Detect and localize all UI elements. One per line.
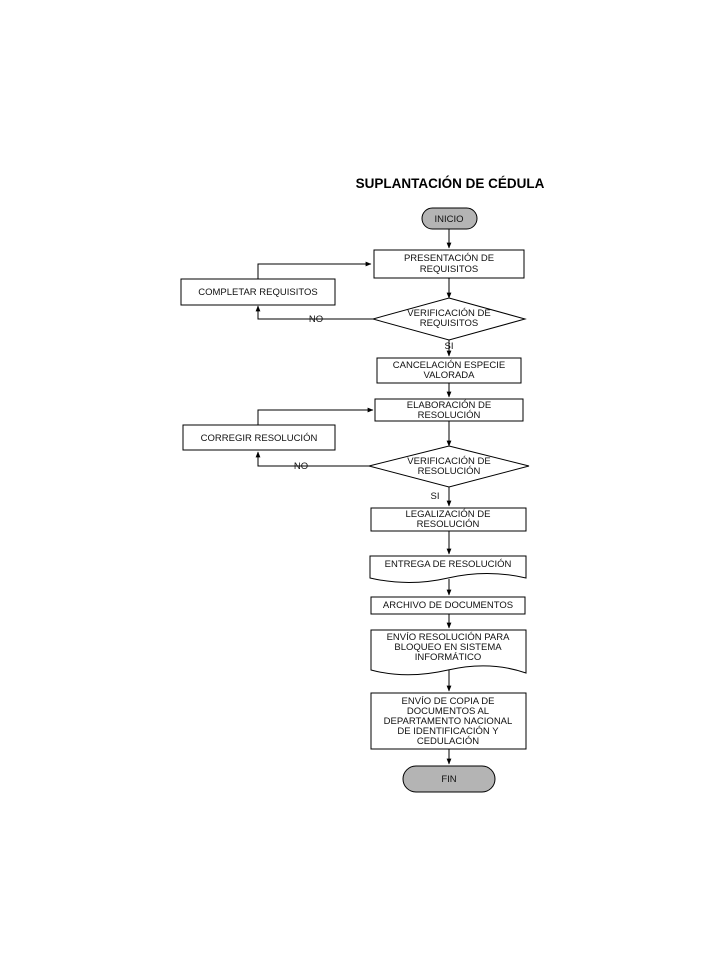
- node-corregir: CORREGIR RESOLUCIÓN: [182, 424, 336, 451]
- node-envio-bloqueo-line3: INFORMÁTICO: [415, 652, 482, 663]
- edge-label-si-2: SI: [431, 491, 440, 502]
- edge-label-no-1: NO: [309, 314, 323, 325]
- node-elaboracion-line2: RESOLUCIÓN: [418, 410, 481, 421]
- arrow-no-completar: [255, 305, 373, 320]
- process-box: [373, 249, 525, 279]
- node-envio-copia: ENVÍO DE COPIA DE DOCUMENTOS AL DEPARTAM…: [370, 692, 527, 750]
- node-legalizacion-line2: RESOLUCIÓN: [417, 519, 480, 530]
- process-box: [376, 357, 522, 384]
- node-archivo-text: ARCHIVO DE DOCUMENTOS: [383, 600, 513, 611]
- terminator-shape: [402, 765, 496, 793]
- node-envio-bloqueo-line2: BLOQUEO EN SISTEMA: [394, 642, 502, 653]
- connectors: [255, 229, 452, 765]
- node-elaboracion-line1: ELABORACIÓN DE: [407, 400, 491, 411]
- document-shape: [369, 555, 527, 583]
- node-verif-resolucion-line2: RESOLUCIÓN: [418, 466, 481, 477]
- terminator-shape: [421, 207, 478, 230]
- node-envio-bloqueo-line1: ENVÍO RESOLUCIÓN PARA: [387, 632, 510, 643]
- document-shape: [370, 629, 527, 676]
- node-completar-text: COMPLETAR REQUISITOS: [198, 287, 317, 298]
- decision-diamond: [371, 297, 527, 341]
- process-box: [370, 596, 526, 615]
- node-fin: FIN: [402, 765, 496, 793]
- node-verif-resolucion-line1: VERIFICACIÓN DE: [407, 456, 490, 467]
- arrow-corregir-elaboracion: [257, 407, 374, 425]
- edge-label-no-2: NO: [294, 461, 308, 472]
- node-legalizacion-line1: LEGALIZACIÓN DE: [406, 509, 491, 520]
- node-cancelacion: CANCELACIÓN ESPECIE VALORADA: [376, 357, 522, 384]
- node-envio-copia-line3: DEPARTAMENTO NACIONAL: [384, 716, 513, 727]
- flowchart-title: SUPLANTACIÓN DE CÉDULA: [356, 176, 545, 191]
- node-cancelacion-line1: CANCELACIÓN ESPECIE: [393, 360, 505, 371]
- node-verif-requisitos-line1: VERIFICACIÓN DE: [407, 308, 490, 319]
- node-entrega: ENTREGA DE RESOLUCIÓN: [369, 555, 527, 583]
- node-envio-copia-line4: DE IDENTIFICACIÓN Y: [397, 726, 499, 737]
- node-completar: COMPLETAR REQUISITOS: [180, 278, 336, 306]
- node-archivo: ARCHIVO DE DOCUMENTOS: [370, 596, 526, 615]
- node-corregir-text: CORREGIR RESOLUCIÓN: [201, 433, 318, 444]
- node-envio-copia-line2: DOCUMENTOS AL: [407, 706, 489, 717]
- node-entrega-text: ENTREGA DE RESOLUCIÓN: [385, 559, 512, 570]
- node-envio-copia-line5: CEDULACIÓN: [417, 736, 479, 747]
- node-inicio: INICIO: [421, 207, 478, 230]
- arrow-completar-presentacion: [257, 261, 372, 279]
- node-inicio-text: INICIO: [434, 214, 463, 225]
- node-presentacion-line1: PRESENTACIÓN DE: [404, 253, 494, 264]
- node-verif-requisitos-line2: REQUISITOS: [420, 318, 478, 329]
- node-envio-bloqueo: ENVÍO RESOLUCIÓN PARA BLOQUEO EN SISTEMA…: [370, 629, 527, 676]
- node-presentacion-line2: REQUISITOS: [420, 264, 478, 275]
- arrow-no-corregir: [255, 451, 369, 467]
- edge-label-si-1: SI: [445, 341, 454, 352]
- node-legalizacion: LEGALIZACIÓN DE RESOLUCIÓN: [370, 507, 527, 532]
- process-box: [182, 424, 336, 451]
- node-envio-copia-line1: ENVÍO DE COPIA DE: [402, 696, 495, 707]
- node-fin-text: FIN: [441, 774, 456, 785]
- node-verif-requisitos: VERIFICACIÓN DE REQUISITOS: [371, 297, 527, 341]
- process-box: [370, 507, 527, 532]
- process-box: [180, 278, 336, 306]
- node-elaboracion: ELABORACIÓN DE RESOLUCIÓN: [374, 398, 524, 422]
- decision-diamond: [368, 445, 530, 488]
- process-box: [374, 398, 524, 422]
- node-verif-resolucion: VERIFICACIÓN DE RESOLUCIÓN: [368, 445, 530, 488]
- node-presentacion: PRESENTACIÓN DE REQUISITOS: [373, 249, 525, 279]
- process-box: [370, 692, 527, 750]
- node-cancelacion-line2: VALORADA: [423, 370, 475, 381]
